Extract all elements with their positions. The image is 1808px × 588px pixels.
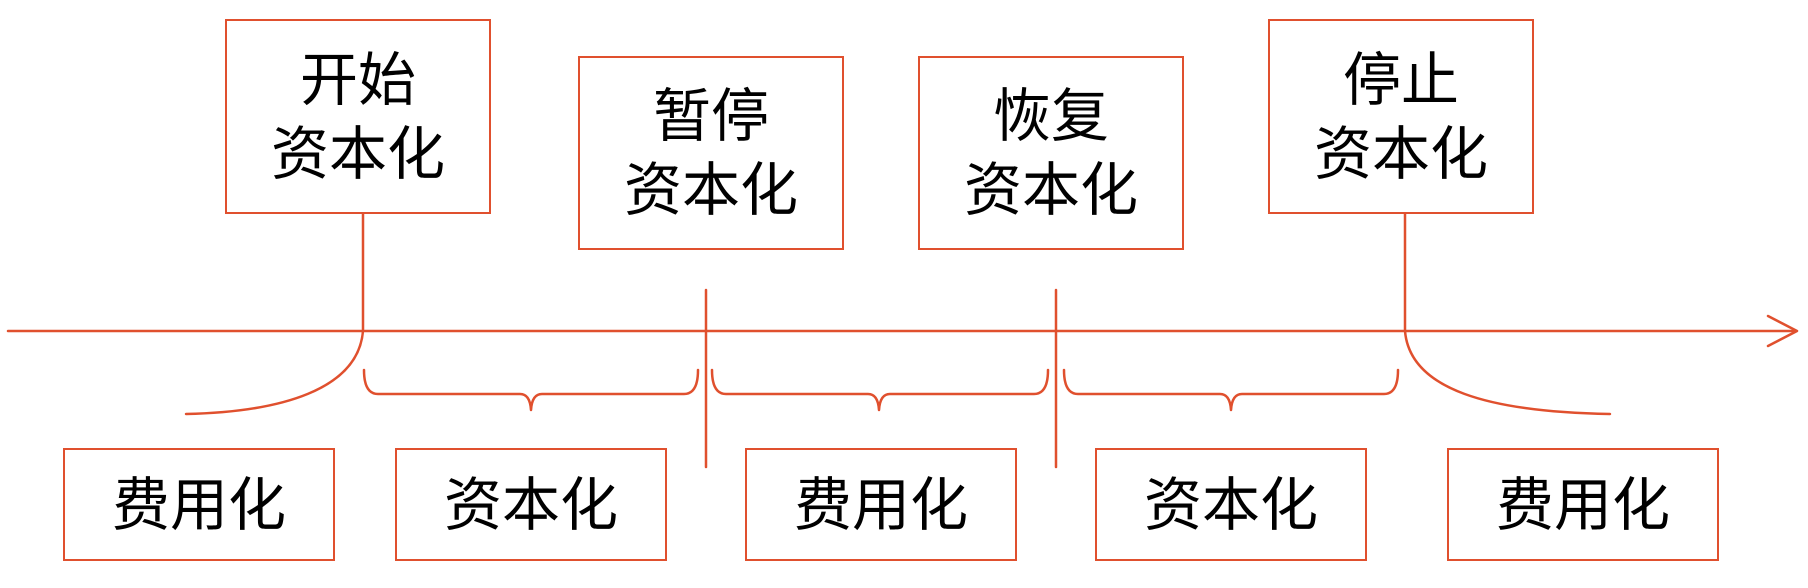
milestone-stop-line1: 停止 [1342,45,1459,114]
milestone-start-line1: 开始 [299,45,416,114]
period-label-text: 资本化 [1143,470,1318,539]
milestone-pause-capitalization: 暂停 资本化 [578,56,844,250]
expense-bracket-left [184,329,365,416]
milestone-pause-line2: 资本化 [623,156,798,224]
milestone-start-line2: 资本化 [270,119,445,188]
milestone-resume-line2: 资本化 [963,156,1138,224]
timeline-arrowhead [1766,314,1799,348]
period-label-text: 费用化 [793,470,968,539]
period-label-text: 费用化 [1495,470,1670,539]
milestone-stop-capitalization: 停止 资本化 [1268,19,1534,214]
period-label-1: 费用化 [63,448,335,561]
period-label-text: 费用化 [111,470,286,539]
milestone-stop-line2: 资本化 [1313,119,1488,188]
period-label-5: 费用化 [1447,448,1719,561]
milestone-start-capitalization: 开始 资本化 [225,19,491,214]
period-label-text: 资本化 [443,470,618,539]
brace-interval-2 [710,368,1050,412]
period-label-3: 费用化 [745,448,1017,561]
expense-bracket-right [1403,329,1612,416]
brace-interval-3 [1062,368,1400,412]
milestone-pause-line1: 暂停 [652,82,769,150]
period-label-2: 资本化 [395,448,667,561]
period-label-4: 资本化 [1095,448,1367,561]
milestone-resume-capitalization: 恢复 资本化 [918,56,1184,250]
milestone-resume-line1: 恢复 [992,82,1109,150]
brace-interval-1 [362,368,700,412]
